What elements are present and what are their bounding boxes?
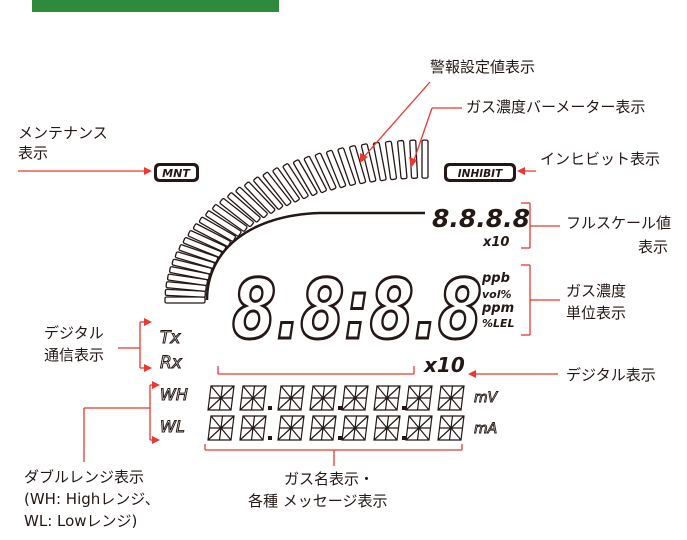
bar-meter-segment: [282, 163, 309, 200]
segment-cell: [405, 385, 433, 411]
maintenance-label-1: メンテナンス: [18, 124, 108, 142]
segment-cell: [277, 385, 305, 411]
segment-cell: [373, 385, 401, 411]
bar-meter-segment: [164, 288, 206, 298]
segment-cell: [277, 415, 305, 441]
segment-cell: [405, 415, 433, 441]
double-range-label-3: WL: Lowレンジ): [24, 512, 138, 530]
bar-meter-segment: [235, 186, 268, 219]
segment-decimal-point: [402, 406, 406, 410]
segment-row-top: [207, 385, 465, 411]
wl-label: WL: [160, 417, 185, 436]
double-range-label-1: ダブルレンジ表示: [24, 468, 145, 486]
segment-cell: [207, 415, 235, 441]
inhibit-badge-text: INHIBIT: [458, 168, 503, 180]
bar-meter-segment: [198, 216, 237, 242]
mnt-badge-text: MNT: [162, 167, 191, 180]
bar-meter-segment: [303, 155, 327, 194]
unit-ppb: ppb: [481, 271, 510, 286]
segment-cell: [207, 385, 235, 411]
unit-labels: ppb vol% ppm %LEL: [481, 271, 515, 330]
bar-meter-segment: [272, 167, 300, 203]
segment-decimal-point: [268, 436, 272, 440]
unit-label-1: ガス濃度: [566, 282, 627, 300]
alarm-setting-label: 警報設定値表示: [430, 58, 536, 76]
bar-meter-segment: [384, 140, 398, 181]
bar-meter-segment: [166, 273, 209, 287]
fullscale-label-1: フルスケール値: [566, 214, 672, 232]
main-digits: 8.8:8.8: [232, 263, 482, 358]
unit-vol: vol%: [482, 288, 512, 301]
fullscale-multiplier: x10: [482, 235, 509, 250]
bar-meter-arc: [205, 211, 425, 301]
mv-label: mV: [474, 390, 499, 406]
segment-cell: [437, 385, 465, 411]
gas-name-label-2: 各種 メッセージ表示: [248, 492, 388, 510]
segment-decimal-point: [338, 406, 342, 410]
main-multiplier: x10: [423, 353, 465, 377]
bar-meter-segment: [219, 198, 254, 228]
segment-decimal-point: [402, 436, 406, 440]
bar-meter-segment: [212, 204, 248, 232]
bar-meter-segment: [244, 181, 276, 214]
wh-label: WH: [160, 385, 188, 404]
inhibit-badge: INHIBIT: [444, 163, 516, 182]
bar-meter-segment: [253, 176, 284, 210]
double-range-label-2: (WH: Highレンジ、: [24, 490, 160, 508]
digital-comm-label-2: 通信表示: [44, 346, 105, 364]
maintenance-label-2: 表示: [18, 144, 49, 162]
digital-comm-label-1: デジタル: [44, 324, 104, 342]
bar-meter-segment: [325, 149, 347, 189]
gas-name-label-1: ガス名表示・: [284, 470, 375, 488]
inhibit-label: インヒビット表示: [540, 150, 661, 168]
segment-decimal-point: [268, 406, 272, 410]
callout-lines: [18, 81, 560, 466]
digital-display-label: デジタル表示: [566, 366, 656, 384]
bar-meter-label: ガス濃度バーメーター表示: [466, 98, 646, 116]
bar-meter-segment: [421, 139, 429, 179]
bar-meter-segment: [262, 171, 292, 207]
unit-label-2: 単位表示: [566, 304, 627, 322]
bar-meter-segment: [337, 147, 357, 187]
bar-meter-segment: [227, 192, 261, 223]
bar-meter-segment: [349, 145, 367, 185]
unit-lel: %LEL: [482, 317, 515, 330]
segment-cell: [309, 415, 337, 441]
segment-row-bottom: [207, 415, 465, 441]
bar-meter-segment: [396, 139, 408, 180]
tx-label: Tx: [160, 328, 181, 348]
segment-cell: [239, 385, 267, 411]
segment-cell: [341, 385, 369, 411]
bar-meter-segment: [292, 159, 318, 197]
ma-label: mA: [474, 421, 497, 437]
fullscale-digits: 8.8.8.8: [432, 204, 530, 233]
bar-meter-segment: [205, 210, 242, 237]
segment-cell: [239, 415, 267, 441]
segment-cell: [309, 385, 337, 411]
callout-arrows: [144, 153, 525, 444]
bar-meter-segment: [360, 143, 377, 183]
header-bar: [32, 0, 279, 12]
unit-ppm: ppm: [481, 301, 514, 316]
segment-cell: [373, 415, 401, 441]
fullscale-label-2: 表示: [637, 238, 668, 256]
rx-label: Rx: [160, 353, 183, 373]
segment-cell: [341, 415, 369, 441]
mnt-badge: MNT: [154, 163, 199, 182]
segment-decimal-point: [338, 436, 342, 440]
bar-meter-segment: [165, 281, 207, 292]
bar-meter-segment: [164, 296, 206, 304]
segment-cell: [437, 415, 465, 441]
bar-meter-segment: [314, 152, 337, 191]
